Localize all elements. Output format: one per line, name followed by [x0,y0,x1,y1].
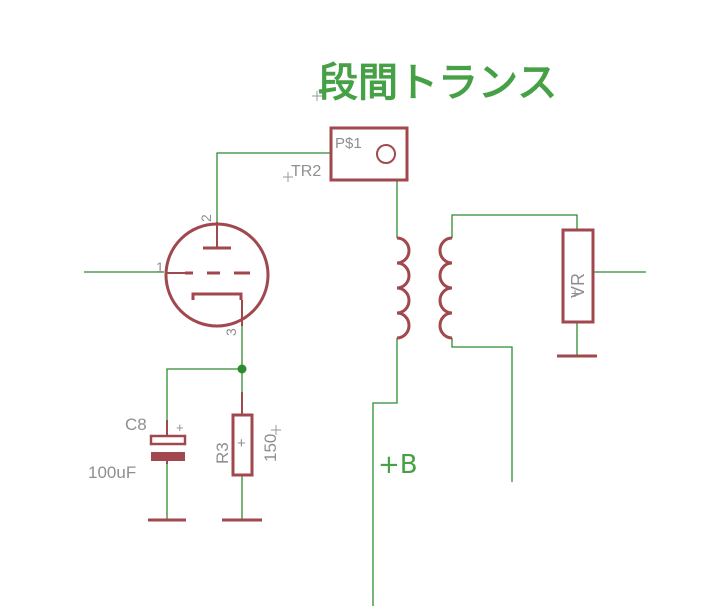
pad-label: P$1 [335,135,362,152]
pad-box [329,126,409,182]
cap-value-label: 100uF [88,463,136,482]
cap-plate-top [149,434,187,446]
wires [84,152,646,606]
cap-plus-label: + [176,420,184,435]
r3-ref-label: R3 [213,442,232,464]
transformer-ref-marker [283,172,293,182]
volume-vr: VR + [561,228,595,324]
secondary-coil [438,236,453,340]
wire-secondary-bottom [451,338,513,482]
transformer-pad: P$1 TR2 [283,126,409,182]
vr-plus: + [571,285,579,301]
wire-secondary-top [451,214,578,238]
vacuum-tube: 1 2 3 [156,214,270,336]
title-label: 段間トランス [318,60,557,106]
supply-plus-b: +B [378,450,418,480]
tube-cathode [191,292,243,300]
supply-label: +B [378,450,418,480]
primary-coil [396,236,411,340]
r3-plus: + [237,435,246,452]
title-origin-marker [312,91,322,101]
capacitor-c8: + C8 100uF [88,415,187,482]
ground-symbols [148,354,597,522]
transformer-ref-label: TR2 [291,163,321,180]
wire-cathode-to-cap [166,368,242,420]
resistor-r3: + R3 150 [213,392,281,477]
vr-ref-label: VR [568,273,588,298]
r3-value-marker [271,425,281,435]
wire-primary-bottom [372,338,398,606]
junction-dot [237,364,247,374]
tube-pin-1-label: 1 [156,259,164,275]
r3-value-label: 150 [261,434,280,462]
tube-pin-2-label: 2 [198,214,214,222]
cap-plate-bottom [151,452,185,461]
transformer-coils [396,236,453,340]
wire-tube-plate [216,152,331,222]
pad-hole [376,144,396,164]
cap-ref-label: C8 [125,415,147,434]
tube-pin-3-label: 3 [223,328,239,336]
vr-body [561,228,595,324]
